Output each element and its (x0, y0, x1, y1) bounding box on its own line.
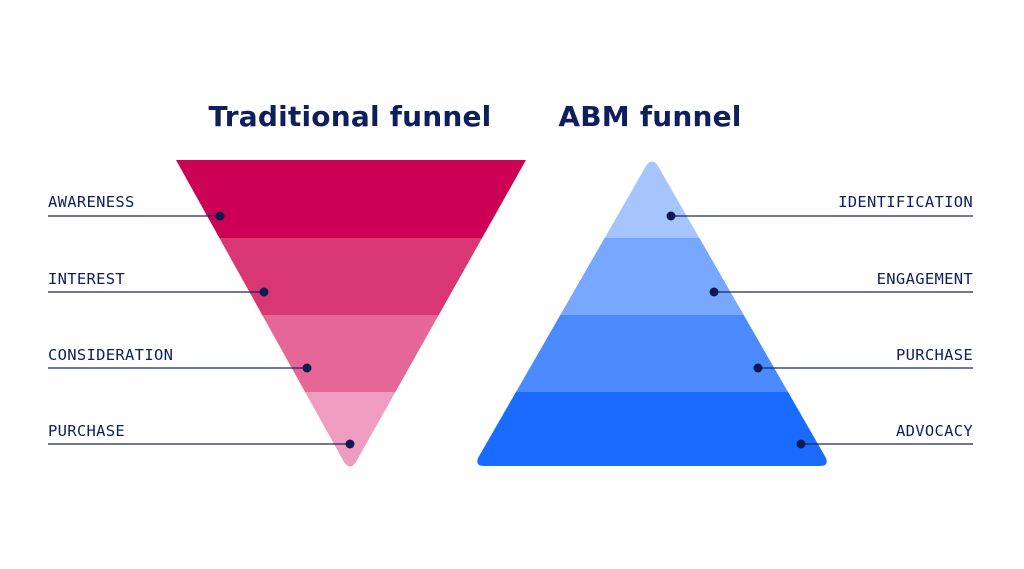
traditional-funnel-band-consideration (176, 315, 526, 392)
abm-funnel-band-identification (477, 161, 827, 238)
traditional-funnel-band-purchase (176, 392, 526, 467)
abm-funnel-title: ABM funnel (558, 100, 741, 133)
traditional-marker-awareness (215, 211, 225, 221)
abm-stage-label-advocacy: ADVOCACY (896, 422, 973, 440)
traditional-stage-label-interest: INTEREST (48, 270, 125, 288)
traditional-stage-label-consideration: CONSIDERATION (48, 346, 173, 364)
traditional-funnel-band-awareness (176, 160, 526, 238)
abm-funnel-labels: IDENTIFICATION ENGAGEMENT PURCHASE ADVOC… (666, 193, 973, 449)
traditional-funnel-title: Traditional funnel (209, 100, 492, 133)
abm-marker-engagement (709, 287, 719, 297)
abm-marker-advocacy (796, 439, 806, 449)
traditional-marker-consideration (302, 363, 312, 373)
traditional-funnel-labels: AWARENESS INTEREST CONSIDERATION PURCHAS… (48, 193, 355, 449)
abm-funnel (477, 161, 827, 466)
abm-marker-purchase (753, 363, 763, 373)
abm-funnel-band-engagement (477, 238, 827, 315)
abm-marker-identification (666, 211, 676, 221)
traditional-stage-label-awareness: AWARENESS (48, 193, 135, 211)
traditional-funnel (176, 160, 526, 467)
traditional-marker-purchase (345, 439, 355, 449)
traditional-funnel-band-interest (176, 238, 526, 315)
abm-funnel-band-advocacy (477, 392, 827, 466)
abm-stage-label-purchase: PURCHASE (896, 346, 973, 364)
traditional-stage-label-purchase: PURCHASE (48, 422, 125, 440)
abm-funnel-band-purchase (477, 315, 827, 392)
abm-stage-label-engagement: ENGAGEMENT (877, 270, 973, 288)
traditional-marker-interest (259, 287, 269, 297)
abm-stage-label-identification: IDENTIFICATION (838, 193, 973, 211)
